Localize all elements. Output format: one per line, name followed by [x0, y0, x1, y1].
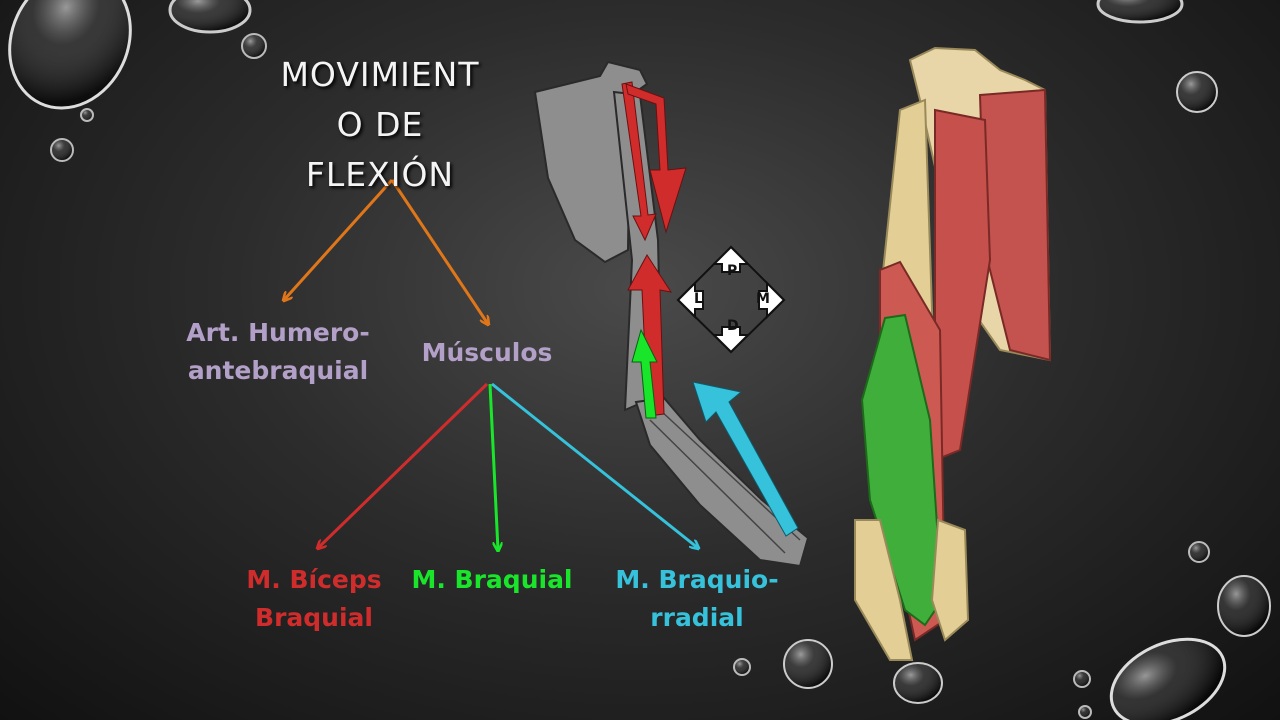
muscles-label: Músculos: [421, 338, 553, 367]
title-line-3: FLEXIÓN: [305, 155, 455, 194]
compass-label-top: P: [727, 263, 738, 279]
arrow-to-braquiorradial: [491, 382, 698, 548]
biceps-action-arrow-long: [625, 83, 687, 234]
braquiorradial-action-arrow: [692, 381, 799, 537]
arrow-to-biceps: [318, 382, 489, 548]
title-line-1: MOVIMIENT: [280, 55, 480, 94]
biceps-label: M. Bíceps Braquial: [246, 565, 382, 632]
joint-label: Art. Humero- antebraquial: [186, 318, 370, 385]
biceps-action-arrow: [621, 81, 657, 242]
braquial-label: M. Braquial: [411, 565, 573, 594]
braquiorradial-label: M. Braquio- rradial: [615, 565, 779, 632]
title-line-2: O DE: [336, 105, 424, 144]
arrow-to-braquial: [488, 383, 498, 550]
compass-label-right: M: [756, 291, 770, 307]
arrow-to-muscles: [390, 179, 488, 324]
forearm-bones-shape: [634, 396, 810, 568]
arrow-to-joint: [284, 178, 394, 300]
braquial-action-arrow: [631, 328, 658, 419]
elbow-bone-shape: [930, 518, 970, 642]
slide-title: MOVIMIENT O DE FLEXIÓN: [262, 50, 498, 200]
compass-label-left: L: [694, 291, 703, 307]
biceps-muscle-shape: [860, 313, 944, 627]
forearm-bone-shape: [854, 519, 914, 661]
compass-label-bottom: D: [727, 318, 739, 334]
